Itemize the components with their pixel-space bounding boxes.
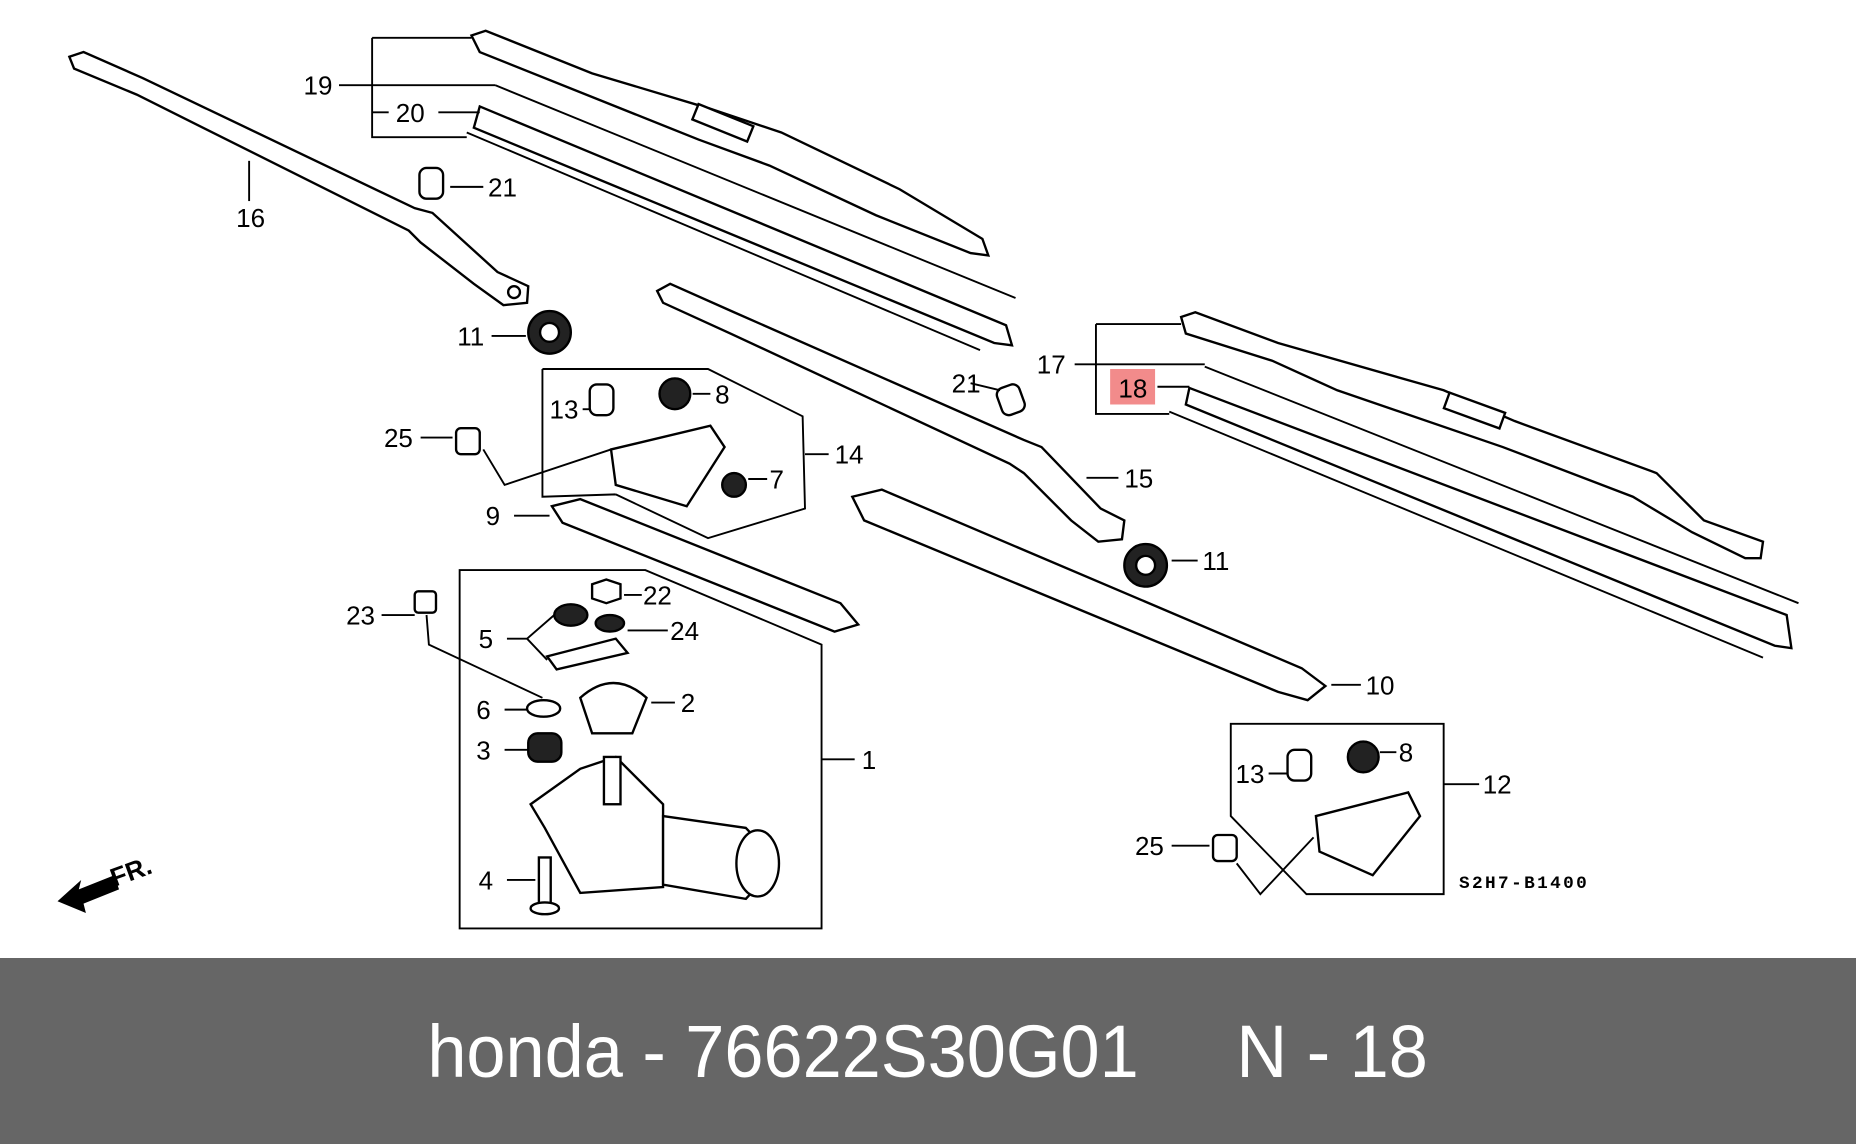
callout-3: 3 (476, 735, 490, 765)
front-direction-arrow-icon: FR. (57, 850, 156, 914)
wiper-arm-left (67, 50, 530, 307)
drawing-code: S2H7-B1400 (1459, 874, 1589, 894)
callout-21b: 21 (952, 369, 981, 399)
callout-18[interactable]: 18 (1118, 373, 1147, 403)
callout-22: 22 (643, 580, 672, 610)
callout-13b: 13 (1236, 759, 1265, 789)
callout-16: 16 (236, 203, 265, 233)
callout-11b: 11 (1202, 546, 1229, 576)
callout-9: 9 (486, 501, 500, 531)
callout-10: 10 (1366, 670, 1395, 700)
callout-24: 24 (670, 616, 699, 646)
callout-13a: 13 (550, 395, 579, 425)
callout-17: 17 (1037, 350, 1066, 380)
wiper-blade-left (466, 29, 1016, 351)
callout-19: 19 (304, 71, 333, 101)
part-caption: honda - 76622S30G01 N - 18 (427, 1009, 1429, 1093)
front-label: FR. (106, 850, 156, 893)
cap-nut-21 (418, 166, 445, 200)
callout-2: 2 (681, 688, 695, 718)
callout-5: 5 (479, 624, 493, 654)
wiper-parts-diagram: 19 20 16 21 11 14 13 8 7 25 (57, 29, 1799, 930)
callout-8b: 8 (1399, 738, 1413, 768)
callout-20: 20 (396, 98, 425, 128)
callout-25b: 25 (1135, 831, 1164, 861)
callout-25a: 25 (384, 423, 413, 453)
highlight-18 (1110, 369, 1156, 405)
callout-12: 12 (1483, 770, 1512, 800)
callout-1: 1 (862, 745, 876, 775)
callout-7: 7 (770, 464, 784, 494)
link-rod-10 (850, 488, 1328, 702)
callout-4: 4 (479, 865, 493, 895)
callout-15: 15 (1124, 463, 1153, 493)
callout-23: 23 (346, 600, 375, 630)
caption-bar: honda - 76622S30G01 N - 18 (0, 958, 1856, 1144)
wiper-motor (529, 755, 781, 901)
callout-8a: 8 (715, 379, 729, 409)
callout-21a: 21 (488, 172, 517, 202)
callout-6: 6 (476, 695, 490, 725)
wiper-arm-right (655, 282, 1126, 543)
callout-14: 14 (835, 440, 864, 470)
link-rod-9 (550, 497, 861, 633)
callout-11a: 11 (457, 321, 484, 351)
wiper-blade-right (1168, 310, 1799, 659)
